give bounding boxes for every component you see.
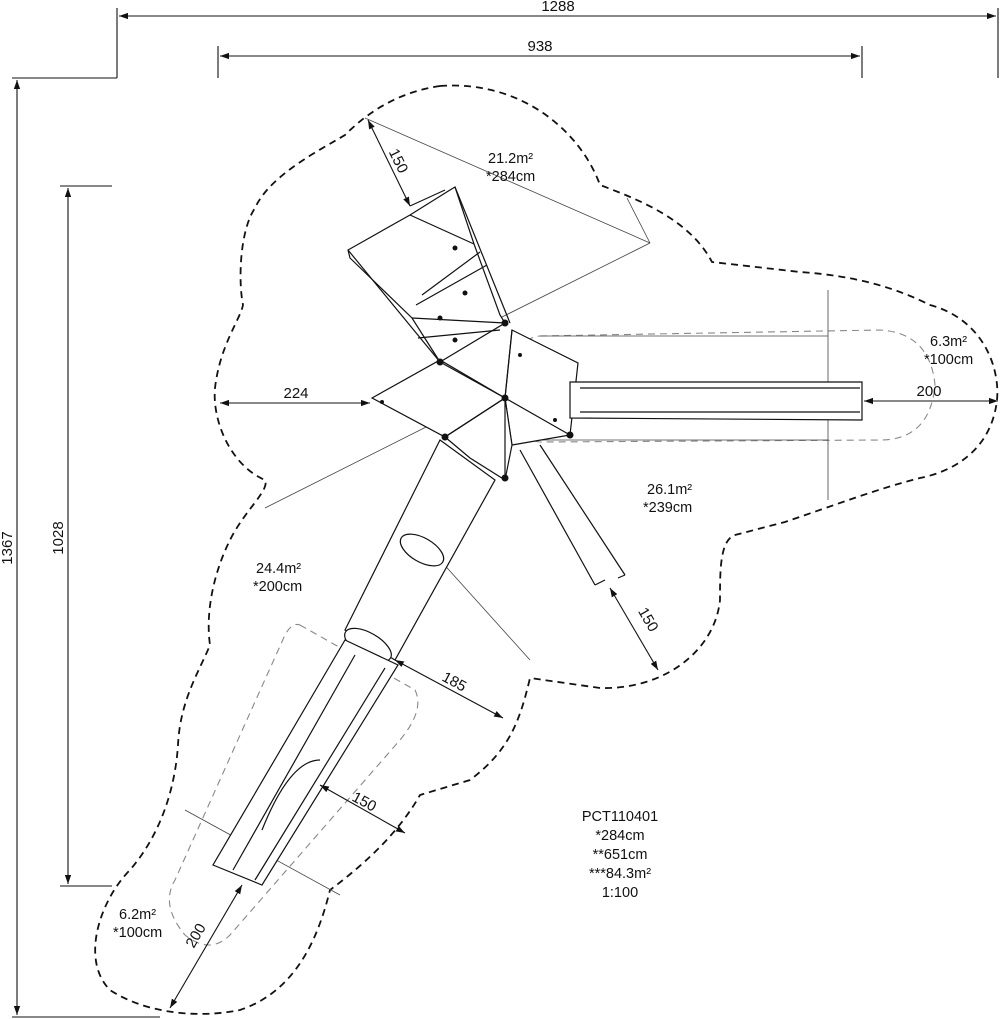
overall-width-label: 1288: [541, 0, 574, 15]
info-line-2: **651cm: [593, 847, 648, 863]
bottom-area-label: 6.2m²: [119, 907, 156, 923]
dimension-200-right: 200: [864, 383, 998, 405]
clearance-200-right-label: 200: [916, 383, 941, 400]
left-height-label: *200cm: [253, 579, 302, 595]
dimension-overall-width: 1288: [12, 0, 999, 79]
center-height-label: *239cm: [643, 500, 692, 516]
left-area-label: 24.4m²: [256, 561, 301, 577]
play-tower: [212, 186, 863, 886]
zone-label-center: 26.1m² *239cm: [643, 482, 692, 516]
zone-label-left: 24.4m² *200cm: [253, 561, 302, 595]
dimension-150-slide: 150: [319, 784, 406, 834]
scale-label: 1:100: [602, 885, 638, 901]
dimension-185: 185: [394, 659, 504, 719]
clearance-224-label: 224: [283, 385, 308, 402]
right-height-label: *100cm: [924, 352, 973, 368]
center-area-label: 26.1m²: [647, 482, 692, 498]
dimension-200-bottom: 200: [169, 884, 243, 1009]
product-code: PCT110401: [582, 809, 658, 825]
top-height-label: *284cm: [486, 169, 535, 185]
dimension-150-top: 150: [367, 119, 446, 207]
dimension-224: 224: [220, 385, 370, 407]
right-area-label: 6.3m²: [930, 334, 967, 350]
info-line-1: *284cm: [595, 828, 644, 844]
dimension-overall-height: 1367: [0, 77, 160, 1018]
inner-width-label: 938: [527, 38, 552, 55]
clearance-150-top-label: 150: [385, 146, 411, 176]
top-area-label: 21.2m²: [488, 151, 533, 167]
zone-label-top: 21.2m² *284cm: [486, 151, 535, 185]
overall-height-label: 1367: [0, 531, 16, 564]
bottom-height-label: *100cm: [113, 925, 162, 941]
clearance-150-right-label: 150: [634, 605, 661, 635]
dimension-inner-height: 1028: [50, 185, 112, 887]
dimension-inner-width: 938: [217, 38, 863, 78]
zone-label-bottom: 6.2m² *100cm: [113, 907, 162, 941]
zone-label-right: 6.3m² *100cm: [924, 334, 973, 368]
clearance-185-label: 185: [439, 669, 469, 696]
inner-height-label: 1028: [50, 521, 67, 554]
dimension-150-right: 150: [609, 587, 662, 671]
safety-area-boundary: [94, 84, 999, 1015]
info-line-3: ***84.3m²: [589, 866, 651, 882]
product-info-block: PCT110401 *284cm **651cm ***84.3m² 1:100: [582, 809, 658, 901]
